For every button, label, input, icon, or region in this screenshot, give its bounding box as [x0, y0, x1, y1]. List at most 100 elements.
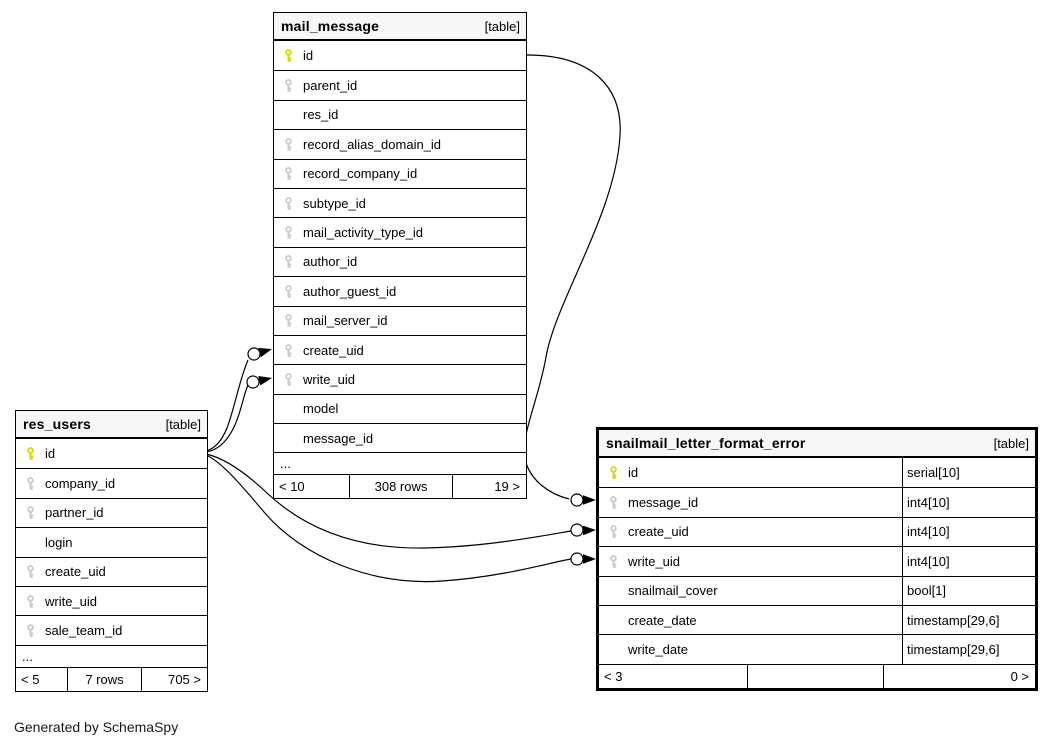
- column-name-cell: id: [599, 458, 902, 487]
- column-type: int4[10]: [902, 517, 1035, 547]
- column-row-author_id: author_id: [274, 246, 526, 277]
- column-name: write_uid: [45, 593, 98, 609]
- column-row-create_uid: create_uid: [274, 334, 526, 365]
- column-name-cell: write_date: [599, 635, 902, 663]
- table-name: mail_message: [281, 18, 380, 34]
- footer-left: < 5: [21, 671, 40, 687]
- foreign-key-icon: [610, 496, 617, 510]
- column-name-cell: record_alias_domain_id: [274, 130, 526, 158]
- no-key-spacer: [607, 584, 620, 597]
- column-row-author_guest_id: author_guest_id: [274, 276, 526, 306]
- foreign-key-icon: [285, 167, 292, 181]
- column-row-parent_id: parent_id: [274, 70, 526, 100]
- column-name: snailmail_cover: [628, 583, 718, 599]
- column-type: int4[10]: [902, 488, 1035, 517]
- column-row-login: login: [16, 527, 207, 557]
- column-name-cell: parent_id: [274, 71, 526, 99]
- column-name: record_company_id: [303, 166, 418, 182]
- column-name: mail_server_id: [303, 313, 388, 329]
- column-row-write_uid: write_uid: [16, 585, 207, 616]
- no-key-spacer: [282, 432, 295, 445]
- column-name: write_date: [628, 642, 688, 658]
- column-name-cell: sale_team_id: [16, 616, 207, 644]
- foreign-key-icon: [285, 226, 292, 240]
- arrowhead-icon: [583, 554, 596, 564]
- no-key-spacer: [607, 614, 620, 627]
- footer-right: 0 >: [883, 664, 1035, 688]
- foreign-key-icon: [610, 525, 617, 539]
- column-row-id: id: [274, 41, 526, 71]
- column-name: id: [303, 48, 314, 64]
- foreign-key-icon: [27, 506, 34, 520]
- column-type: bool[1]: [902, 576, 1035, 605]
- relationship-line-res_users-id-to-mail_message-create_uid: [205, 359, 249, 452]
- column-name: sale_team_id: [45, 623, 123, 639]
- footer-right: 705 >: [141, 667, 207, 691]
- column-name: id: [628, 465, 639, 481]
- arrowhead-icon: [583, 495, 596, 505]
- column-name-cell: write_uid: [599, 547, 902, 575]
- column-row-record_alias_domain_id: record_alias_domain_id: [274, 129, 526, 159]
- column-row-id: id: [16, 439, 207, 469]
- arrowhead-icon: [582, 525, 596, 536]
- column-name-cell: create_uid: [274, 336, 526, 364]
- column-name: author_guest_id: [303, 283, 397, 299]
- foreign-key-icon: [285, 314, 292, 328]
- foreign-key-icon: [285, 255, 292, 269]
- column-row-message_id: message_id: [274, 423, 526, 453]
- column-name: write_uid: [303, 371, 356, 387]
- cardinality-circle: [570, 552, 584, 566]
- column-type: timestamp[29,6]: [902, 605, 1035, 635]
- arrowhead-icon: [258, 376, 272, 386]
- column-name-cell: create_uid: [16, 558, 207, 586]
- column-name: author_id: [303, 254, 358, 270]
- column-name: login: [45, 534, 73, 550]
- column-name: company_id: [45, 476, 116, 492]
- column-name-cell: record_company_id: [274, 160, 526, 188]
- column-name: parent_id: [303, 78, 358, 94]
- table-footer: < 3 0 >: [599, 663, 1035, 688]
- column-name: message_id: [303, 430, 374, 446]
- no-key-spacer: [282, 402, 295, 415]
- footer-center: [747, 664, 883, 688]
- column-row-partner_id: partner_id: [16, 497, 207, 528]
- footer-center: 308 rows: [349, 475, 451, 499]
- cardinality-circle: [246, 375, 260, 389]
- table-header: mail_message[table]: [274, 13, 526, 41]
- column-name-cell: res_id: [274, 101, 526, 129]
- column-name: mail_activity_type_id: [303, 225, 423, 241]
- column-name-cell: author_id: [274, 248, 526, 276]
- columns-ellipsis-row: ...: [274, 452, 526, 475]
- column-name-cell: company_id: [16, 469, 207, 497]
- column-row-record_company_id: record_company_id: [274, 158, 526, 188]
- no-key-spacer: [282, 108, 295, 121]
- column-row-subtype_id: subtype_id: [274, 187, 526, 218]
- primary-key-icon: [610, 466, 617, 480]
- column-name: subtype_id: [303, 195, 366, 211]
- foreign-key-icon: [27, 565, 34, 579]
- footer-left: < 3: [604, 668, 623, 684]
- column-name-cell: login: [16, 528, 207, 556]
- column-name: id: [45, 446, 56, 462]
- column-name-cell: mail_activity_type_id: [274, 218, 526, 246]
- column-name-cell: message_id: [274, 424, 526, 452]
- column-row-mail_server_id: mail_server_id: [274, 305, 526, 335]
- column-name-cell: id: [16, 439, 207, 468]
- generator-note: Generated by SchemaSpy: [14, 719, 179, 735]
- relationship-line-res_users-id-to-mail_message-write_uid: [205, 384, 249, 453]
- columns-ellipsis-row: ...: [16, 644, 207, 667]
- column-name-cell: author_guest_id: [274, 277, 526, 305]
- column-name: create_uid: [45, 564, 106, 580]
- cardinality-circle: [570, 523, 584, 537]
- table-header: snailmail_letter_format_error[table]: [599, 430, 1035, 458]
- column-name-cell: id: [274, 41, 526, 70]
